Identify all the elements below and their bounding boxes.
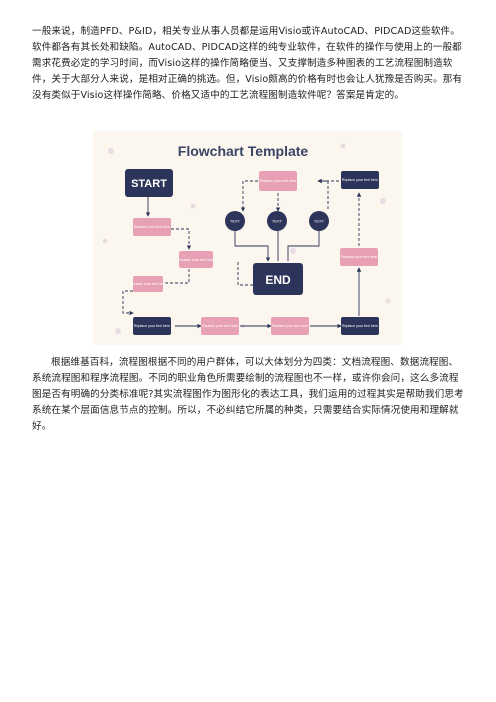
process-box-1-label: Replace your text here — [134, 225, 170, 229]
figure-title: Flowchart Template — [178, 143, 309, 159]
navy-box-top-right-label: Replace your text here — [342, 178, 378, 182]
navy-box-top-right — [341, 171, 379, 189]
end-label: END — [265, 273, 291, 287]
process-box-top — [259, 171, 297, 191]
flowchart-template-figure: Flowchart Template START Replace your te… — [93, 131, 402, 345]
navy-box-bottom-right — [341, 317, 379, 335]
body-paragraph: 根据维基百科，流程图根据不同的用户群体，可以大体划分为四类：文档流程图、数据流程… — [32, 357, 464, 432]
process-box-2 — [179, 251, 213, 268]
figure-background — [93, 131, 402, 345]
process-box-top-label: Replace your text here — [260, 179, 296, 183]
connectors — [122, 178, 362, 329]
process-box-right-label: Replace your text here — [341, 255, 377, 259]
navy-box-bottom-left — [133, 317, 171, 335]
start-node — [125, 169, 173, 197]
process-box-2-label: Replace your text here — [178, 258, 214, 262]
text-circle-3-label: TEXT — [314, 219, 325, 224]
start-label: START — [131, 178, 167, 190]
process-box-bottom-2-label: Replace your text here — [272, 324, 308, 328]
process-box-1 — [133, 218, 171, 236]
process-box-3 — [133, 276, 163, 292]
text-circle-1-label: TEXT — [230, 219, 241, 224]
process-box-bottom-1 — [201, 317, 239, 335]
text-circle-1 — [225, 211, 245, 231]
process-box-bottom-1-label: Replace your text here — [202, 324, 238, 328]
text-circle-2-label: TEXT — [272, 219, 283, 224]
process-box-3-label: Replace your text here — [130, 282, 166, 286]
navy-box-bottom-right-label: Replace your text here — [342, 324, 378, 328]
intro-paragraph: 一般来说，制造PFD、P&ID，相关专业从事人员都是运用Visio或许AutoC… — [32, 26, 463, 101]
navy-box-bottom-left-label: Replace your text here — [134, 324, 170, 328]
end-node — [253, 263, 303, 295]
process-box-right — [340, 248, 378, 266]
text-circle-3 — [309, 211, 329, 231]
text-circle-2 — [267, 211, 287, 231]
process-box-bottom-2 — [271, 317, 309, 335]
